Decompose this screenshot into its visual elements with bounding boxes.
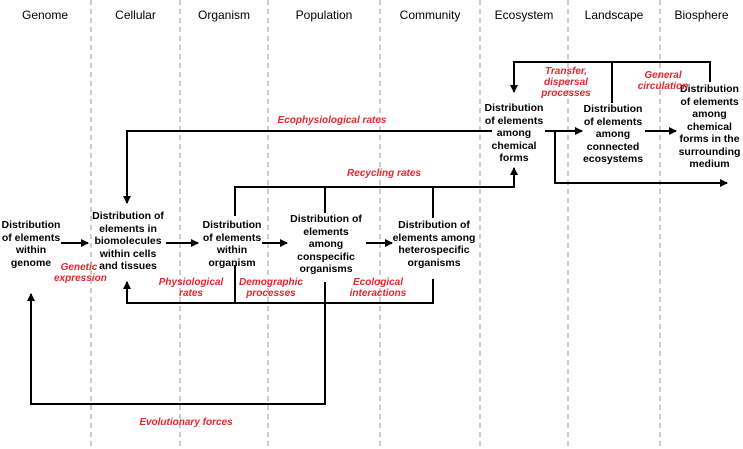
process-evolutionary-forces: Evolutionary forces [139, 417, 233, 428]
level-label-cellular: Cellular [115, 8, 156, 22]
level-label-landscape: Landscape [584, 8, 644, 22]
process-ecophysiological-rates: Ecophysiological rates [277, 115, 387, 126]
arrow-recycling-rates [234, 167, 518, 216]
level-label-population: Population [295, 8, 353, 22]
column-dividers [90, 0, 661, 449]
level-label-community: Community [399, 8, 461, 22]
level-label-organism: Organism [197, 8, 250, 22]
level-label-ecosystem: Ecosystem [494, 8, 554, 22]
level-label-biosphere: Biosphere [674, 8, 729, 22]
arrow-ecosystem-to-biosphere [554, 131, 728, 187]
arrow-feedback-to-cellular [123, 279, 434, 304]
arrow-evolutionary-forces [27, 293, 326, 405]
arrow-ecophysiological-rates [123, 130, 492, 204]
arrows [27, 61, 728, 405]
level-label-genome: Genome [21, 8, 69, 22]
process-recycling-rates: Recycling rates [347, 168, 421, 179]
